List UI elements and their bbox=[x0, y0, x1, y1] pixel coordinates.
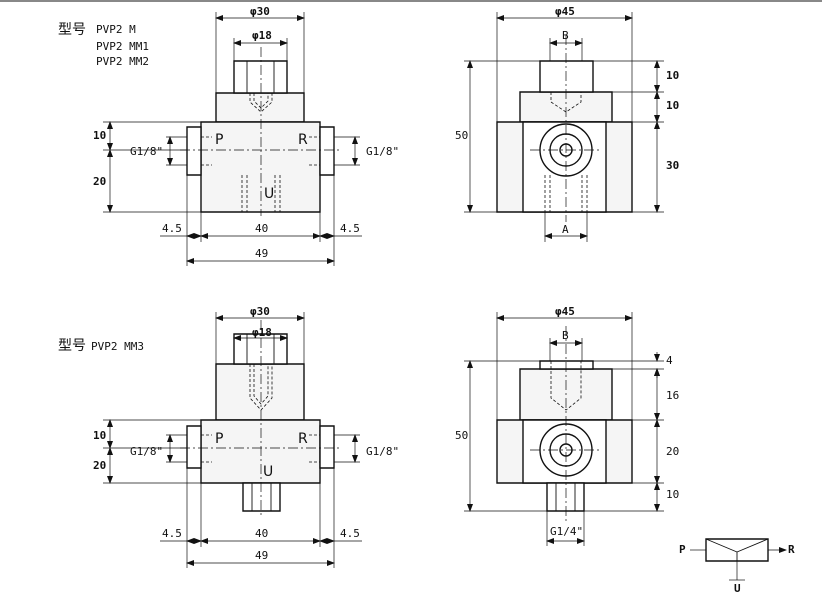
top-front-port-p: P bbox=[215, 132, 224, 148]
top-front-dia-outer: φ30 bbox=[250, 5, 270, 18]
bottom-side-view bbox=[464, 312, 664, 546]
bottom-side-dim-d: 10 bbox=[666, 488, 680, 501]
top-front-thread-left: G1/8" bbox=[130, 145, 164, 158]
top-front-dim-upper: 10 bbox=[93, 129, 107, 142]
top-side-dim-b: 10 bbox=[666, 99, 680, 112]
bottom-front-port-r: R bbox=[298, 431, 308, 447]
bottom-side-dim-b: 16 bbox=[666, 389, 680, 402]
top-front-thread-right: G1/8" bbox=[366, 145, 400, 158]
bottom-front-dim-left-offset: 4.5 bbox=[162, 527, 182, 540]
top-side-dim-height: 50 bbox=[455, 129, 469, 142]
top-front-dim-lower: 20 bbox=[93, 175, 107, 188]
symbol-port-r: R bbox=[788, 543, 795, 556]
top-front-dim-overall: 49 bbox=[255, 247, 269, 260]
top-side-dia-outer: φ45 bbox=[555, 5, 575, 18]
symbol-port-u: U bbox=[734, 582, 741, 595]
top-front-dim-body: 40 bbox=[255, 222, 269, 235]
bottom-front-thread-left: G1/8" bbox=[130, 445, 164, 458]
bottom-front-dia-outer: φ30 bbox=[250, 305, 270, 318]
bottom-model-1: PVP2 MM3 bbox=[91, 340, 144, 353]
top-side-bottom-label: A bbox=[562, 223, 569, 236]
top-front-right-flange bbox=[320, 127, 334, 175]
bottom-front-view bbox=[103, 312, 362, 568]
bottom-side-flat-label: B bbox=[562, 329, 569, 342]
top-front-port-r: R bbox=[298, 132, 308, 148]
top-model-1: PVP2 M bbox=[96, 23, 136, 36]
top-model-prefix: 型号 bbox=[58, 22, 86, 38]
bottom-side-dim-height: 50 bbox=[455, 429, 469, 442]
top-side-dim-c: 30 bbox=[666, 159, 680, 172]
bottom-front-dim-body: 40 bbox=[255, 527, 269, 540]
top-side-flat-label: B bbox=[562, 29, 569, 42]
bottom-side-dia-outer: φ45 bbox=[555, 305, 575, 318]
top-front-dim-left-offset: 4.5 bbox=[162, 222, 182, 235]
bottom-side-fitting bbox=[547, 483, 584, 511]
bottom-front-dim-upper: 10 bbox=[93, 429, 107, 442]
bottom-front-cap bbox=[216, 364, 304, 420]
top-front-left-flange bbox=[187, 127, 201, 175]
bottom-front-thread-right: G1/8" bbox=[366, 445, 400, 458]
bottom-front-dia-inner: φ18 bbox=[252, 326, 272, 339]
bottom-side-thread: G1/4" bbox=[550, 525, 584, 538]
bottom-front-dim-right-offset: 4.5 bbox=[340, 527, 360, 540]
bottom-front-port-u: U bbox=[263, 464, 274, 480]
top-model-2: PVP2 MM1 bbox=[96, 40, 149, 53]
top-front-dia-inner: φ18 bbox=[252, 29, 272, 42]
top-side-nut bbox=[540, 61, 593, 92]
top-model-3: PVP2 MM2 bbox=[96, 55, 149, 68]
bottom-front-port-p: P bbox=[215, 431, 224, 447]
top-front-dim-right-offset: 4.5 bbox=[340, 222, 360, 235]
bottom-side-nut bbox=[540, 361, 593, 369]
bottom-front-dim-overall: 49 bbox=[255, 549, 269, 562]
bottom-front-right-flange bbox=[320, 426, 334, 468]
bottom-model-prefix: 型号 bbox=[58, 338, 86, 354]
top-front-body bbox=[201, 122, 320, 212]
bottom-front-dim-lower: 20 bbox=[93, 459, 107, 472]
bottom-side-dim-a: 4 bbox=[666, 354, 673, 367]
valve-symbol bbox=[690, 539, 787, 580]
top-side-dim-a: 10 bbox=[666, 69, 680, 82]
bottom-front-body bbox=[201, 420, 320, 483]
top-front-port-u: U bbox=[264, 186, 275, 202]
bottom-front-left-flange bbox=[187, 426, 201, 468]
top-front-nut bbox=[234, 61, 287, 93]
bottom-front-fitting bbox=[243, 483, 280, 511]
top-side-view bbox=[464, 12, 664, 242]
bottom-side-dim-c: 20 bbox=[666, 445, 680, 458]
top-front-view bbox=[103, 12, 362, 266]
symbol-port-p: P bbox=[679, 543, 686, 556]
